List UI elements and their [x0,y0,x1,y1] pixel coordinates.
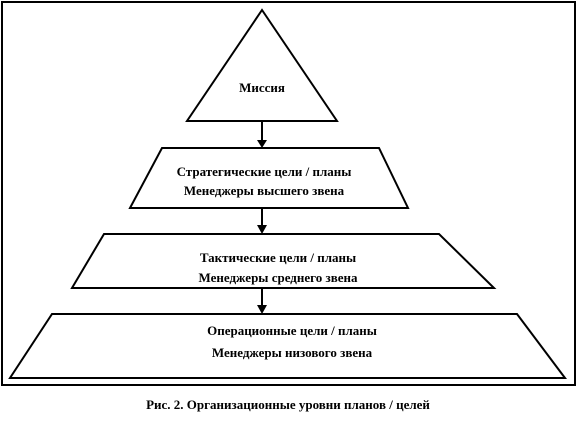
middle-managers-label: Менеджеры среднего звена [199,270,358,285]
lower-managers-label: Менеджеры низового звена [212,345,373,360]
operational-goals-label: Операционные цели / планы [207,323,377,338]
top-managers-label: Менеджеры высшего звена [184,183,345,198]
strategic-goals-label: Стратегические цели / планы [177,164,352,179]
arrow-head-2 [257,225,267,234]
tactical-goals-label: Тактические цели / планы [200,250,356,265]
mission-triangle [185,8,339,122]
arrow-head-3 [257,305,267,314]
diagram-frame [1,1,576,386]
figure-caption: Рис. 2. Организационные уровни планов / … [146,397,430,412]
tactical-trapezoid [70,233,497,289]
arrow-head-1 [257,140,267,148]
strategic-trapezoid [128,147,410,209]
mission-label: Миссия [239,80,285,95]
operational-trapezoid [8,313,567,379]
